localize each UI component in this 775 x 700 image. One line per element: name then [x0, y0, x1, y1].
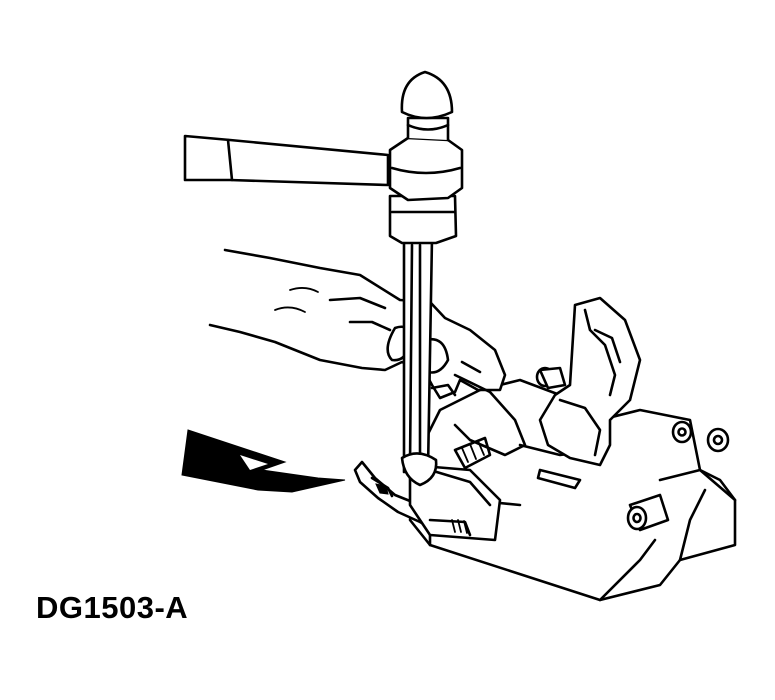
mechanism-body: [408, 378, 737, 602]
punch-tool-icon: [388, 194, 458, 474]
latch-bracket: [538, 296, 642, 467]
figure-code-label: DG1503-A: [36, 590, 189, 625]
arrow-icon: [181, 429, 346, 493]
clip-icon: [400, 452, 438, 487]
pins: [453, 366, 730, 532]
spring-clip: [353, 460, 502, 542]
hammer-icon: [183, 70, 464, 202]
